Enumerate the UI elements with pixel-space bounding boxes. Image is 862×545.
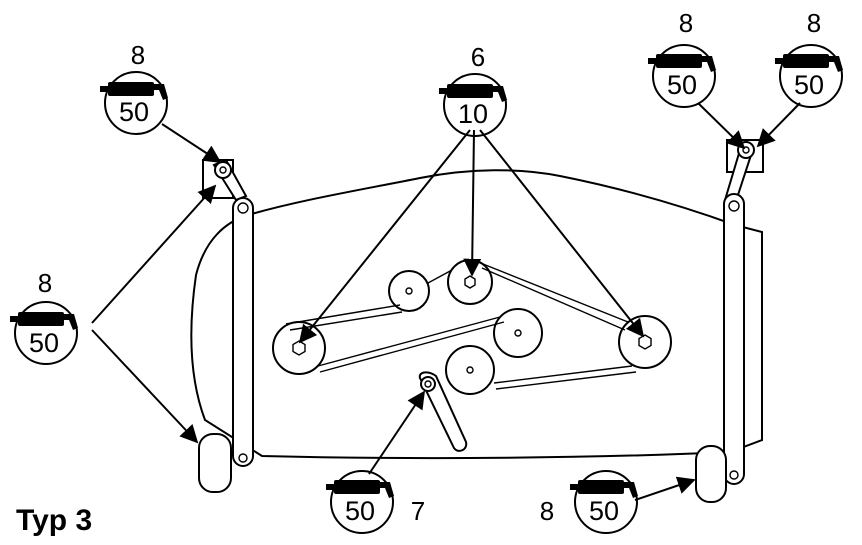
grease-point-3: 8 50	[648, 8, 716, 108]
pulley-right	[618, 315, 672, 369]
grease-count: 8	[679, 8, 693, 38]
grease-point-7: 8 50	[540, 470, 638, 534]
grease-count: 8	[131, 40, 145, 70]
grease-interval: 50	[794, 70, 824, 100]
grease-point-4: 8 50	[775, 8, 843, 108]
grease-point-1: 8 50	[100, 40, 168, 135]
grease-interval: 50	[667, 70, 697, 100]
grease-point-2: 6 10	[439, 42, 507, 137]
tensioner-arm	[418, 371, 468, 452]
grease-interval: 50	[29, 328, 59, 358]
diagram-title: Typ 3	[16, 504, 92, 537]
grease-count: 6	[471, 42, 485, 72]
pulley-upper-left	[388, 270, 430, 312]
grease-point-6: 50 7	[326, 470, 425, 534]
pulley-left	[272, 321, 326, 375]
grease-count: 8	[807, 8, 821, 38]
pulley-idler-lower	[445, 345, 495, 395]
grease-interval: 50	[119, 97, 149, 127]
mower-deck-outline	[190, 169, 763, 460]
grease-point-5: 8 50	[10, 268, 78, 365]
pulley-idler-upper	[493, 308, 543, 358]
pulley-center	[447, 259, 493, 305]
grease-count: 7	[411, 496, 425, 526]
grease-count: 8	[38, 268, 52, 298]
grease-interval: 50	[345, 496, 375, 526]
drive-belt	[285, 261, 637, 390]
leader-arrows	[91, 102, 801, 501]
grease-count: 8	[540, 496, 554, 526]
right-lift-arm	[695, 139, 764, 503]
grease-interval: 10	[458, 99, 488, 129]
left-lift-arm	[198, 158, 254, 493]
grease-interval: 50	[589, 496, 619, 526]
